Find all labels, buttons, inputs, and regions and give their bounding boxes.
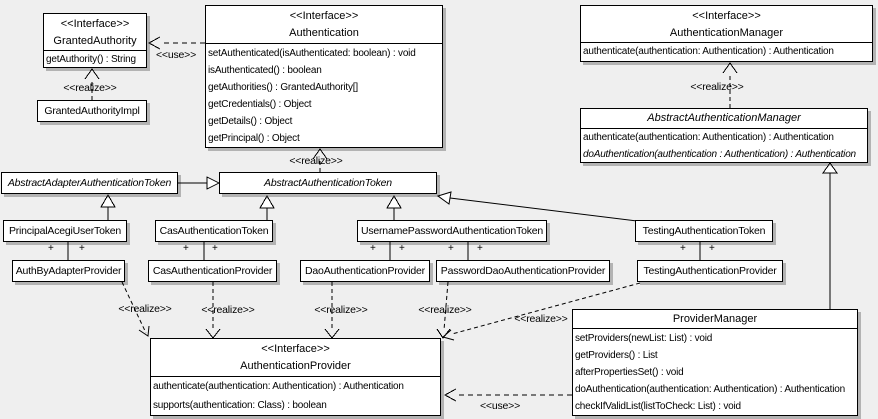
realize-arrowhead — [84, 68, 100, 80]
realize-arrowhead — [441, 329, 455, 341]
class-name: AbstractAdapterAuthenticationToken — [7, 177, 172, 189]
stereotype-label: <<Interface>> — [261, 343, 330, 355]
class-authentication[interactable]: <<Interface>> Authentication setAuthenti… — [205, 5, 443, 148]
method: isAuthenticated() : boolean — [208, 65, 322, 76]
association-plus-label: + — [709, 243, 715, 254]
method: setAuthenticated(isAuthenticated: boolea… — [208, 48, 416, 59]
method: getCredentials() : Object — [208, 99, 312, 110]
method: afterPropertiesSet() : void — [575, 367, 684, 378]
association-plus-label: + — [370, 243, 376, 254]
class-name: PrincipalAcegiUserToken — [8, 225, 122, 237]
class-name: GrantedAuthorityImpl — [44, 105, 140, 117]
realize-label: <<realize>> — [314, 304, 368, 316]
method-abstract: doAuthentication(authentication : Authen… — [583, 149, 856, 160]
association-plus-label: + — [79, 243, 85, 254]
realize-label: <<realize>> — [418, 304, 472, 316]
class-name: GrantedAuthority — [53, 35, 137, 47]
realize-authbyadapterprovider — [121, 281, 147, 334]
class-name: TestingAuthenticationToken — [642, 225, 766, 237]
method: authenticate(authentication: Authenticat… — [153, 381, 404, 392]
class-name: Authentication — [289, 27, 359, 39]
method: getAuthority() : String — [46, 54, 136, 65]
realize-label: <<realize>> — [289, 155, 343, 167]
stereotype-label: <<Interface>> — [289, 10, 359, 22]
method: getPrincipal() : Object — [208, 133, 300, 144]
class-granted-authority-impl[interactable]: GrantedAuthorityImpl — [37, 100, 147, 122]
method: authenticate(authentication: Authenticat… — [583, 132, 834, 143]
class-testing-authentication-provider[interactable]: TestingAuthenticationProvider — [637, 260, 783, 282]
association-plus-label: + — [448, 243, 454, 254]
class-name: CasAuthenticationProvider — [152, 265, 273, 277]
class-abstract-adapter-authentication-token[interactable]: AbstractAdapterAuthenticationToken — [1, 172, 178, 194]
class-authentication-manager[interactable]: <<Interface>> AuthenticationManager auth… — [580, 5, 873, 62]
generalization-casauthenticationtoken — [259, 195, 275, 220]
use-arrowhead — [147, 36, 161, 50]
association-plus-label: + — [48, 243, 54, 254]
class-cas-authentication-token[interactable]: CasAuthenticationToken — [155, 220, 273, 242]
association-plus-label: + — [680, 243, 686, 254]
realize-arrowhead — [722, 62, 738, 74]
method: getAuthorities() : GrantedAuthority[] — [208, 82, 358, 93]
class-name: AuthenticationProvider — [240, 360, 351, 372]
use-arrowhead — [443, 388, 457, 402]
class-name: TestingAuthenticationProvider — [643, 265, 777, 277]
class-name: ProviderManager — [672, 313, 758, 325]
class-password-dao-authentication-provider[interactable]: PasswordDaoAuthenticationProvider — [436, 260, 610, 282]
method: doAuthentication(authentication: Authent… — [575, 384, 845, 395]
class-auth-by-adapter-provider[interactable]: AuthByAdapterProvider — [12, 260, 125, 282]
association-plus-label: + — [477, 243, 483, 254]
method: getDetails() : Object — [208, 116, 293, 127]
association-plus-label: + — [212, 243, 218, 254]
realize-label: <<realize>> — [63, 82, 117, 94]
method: setProviders(newList: List) : void — [575, 333, 713, 344]
class-name: AbstractAuthenticationManager — [647, 112, 801, 124]
realize-arrowhead — [436, 328, 451, 339]
class-abstract-authentication-token[interactable]: AbstractAuthenticationToken — [219, 172, 437, 194]
stereotype-label: <<Interface>> — [60, 18, 130, 30]
realize-label: <<realize>> — [118, 303, 172, 315]
realize-label: <<realize>> — [201, 304, 255, 316]
class-principal-acegi-user-token[interactable]: PrincipalAcegiUserToken — [3, 220, 127, 242]
class-name: AuthByAdapterProvider — [15, 265, 122, 277]
class-authentication-provider[interactable]: <<Interface>> AuthenticationProvider aut… — [150, 338, 441, 416]
class-name: PasswordDaoAuthenticationProvider — [440, 265, 606, 277]
generalization-testingauthenticationtoken — [436, 191, 638, 222]
class-abstract-authentication-manager[interactable]: AbstractAuthenticationManager authentica… — [580, 108, 868, 163]
generalization-principalacegiusertoken — [100, 194, 116, 220]
realize-arrowhead — [205, 328, 221, 339]
realize-arrowhead — [324, 328, 340, 339]
generalization-abstractadapter-to-abstracttoken — [178, 176, 221, 190]
stereotype-label: <<Interface>> — [692, 10, 761, 22]
method: authenticate(authentication: Authenticat… — [583, 46, 834, 57]
use-label: <<use>> — [155, 49, 197, 61]
class-granted-authority[interactable]: <<Interface>> GrantedAuthority getAuthor… — [43, 13, 147, 68]
class-name: AbstractAuthenticationToken — [264, 177, 392, 189]
class-username-password-authentication-token[interactable]: UsernamePasswordAuthenticationToken — [357, 220, 547, 242]
realize-label: <<realize>> — [514, 313, 568, 325]
class-name: AuthenticationManager — [669, 27, 784, 39]
association-lines — [67, 242, 701, 260]
realize-label: <<realize>> — [690, 81, 744, 93]
realize-arrowhead — [138, 325, 150, 337]
association-plus-label: + — [183, 243, 189, 254]
realize-passworddaoprovider — [443, 281, 449, 331]
realize-testingauthenticationprovider — [451, 282, 641, 335]
class-testing-authentication-token[interactable]: TestingAuthenticationToken — [635, 220, 773, 242]
class-name: CasAuthenticationToken — [159, 225, 269, 237]
class-provider-manager[interactable]: ProviderManager setProviders(newList: Li… — [572, 309, 858, 416]
realize-arrowhead — [312, 148, 328, 160]
method: checkIfValidList(listToCheck: List) : vo… — [575, 401, 741, 412]
generalization-providermanager — [822, 162, 838, 309]
class-name: DaoAuthenticationProvider — [305, 265, 425, 277]
class-cas-authentication-provider[interactable]: CasAuthenticationProvider — [148, 260, 277, 282]
method: supports(authentication: Class) : boolea… — [153, 400, 327, 411]
class-dao-authentication-provider[interactable]: DaoAuthenticationProvider — [300, 260, 430, 282]
class-name: UsernamePasswordAuthenticationToken — [360, 225, 544, 237]
association-plus-label: + — [399, 243, 405, 254]
method: getProviders() : List — [575, 350, 658, 361]
generalization-usernamepasswordtoken — [386, 195, 402, 220]
use-label: <<use>> — [479, 400, 521, 412]
